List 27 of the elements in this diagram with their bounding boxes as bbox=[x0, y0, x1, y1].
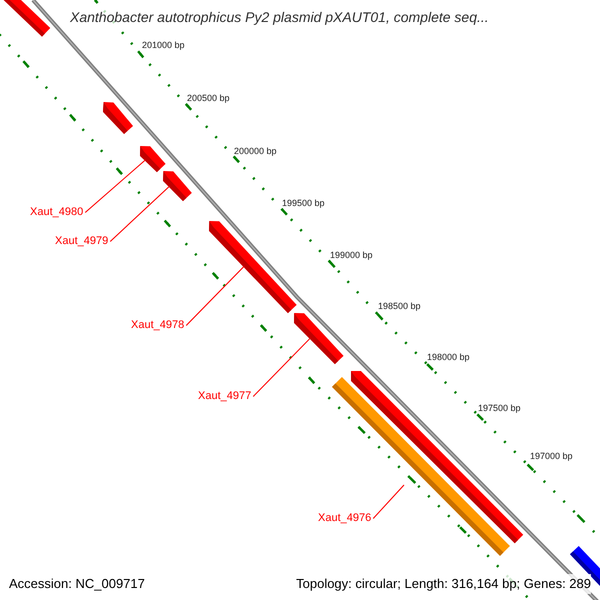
tick-label: 201000 bp bbox=[142, 40, 185, 50]
tick-label: 197000 bp bbox=[530, 451, 573, 461]
gene-label: Xaut_4977 bbox=[198, 390, 252, 403]
tick-label: 199500 bp bbox=[282, 198, 325, 208]
leader-line bbox=[110, 186, 170, 242]
gene-feature bbox=[138, 145, 166, 174]
leader-line bbox=[186, 266, 245, 326]
accession-text: Accession: NC_009717 bbox=[9, 575, 145, 593]
gene-label: Xaut_4978 bbox=[131, 319, 184, 332]
tick-label: 197500 bp bbox=[478, 403, 521, 413]
gene-feature bbox=[208, 220, 298, 314]
gene-feature bbox=[102, 101, 134, 135]
tick-label: 198000 bp bbox=[427, 352, 470, 362]
leader-line bbox=[252, 338, 311, 397]
tick-label: 200000 bp bbox=[234, 146, 277, 156]
gene-feature bbox=[292, 312, 344, 366]
tick-label: 200500 bp bbox=[187, 93, 230, 103]
leader-line bbox=[84, 160, 146, 213]
leader-line bbox=[372, 484, 404, 519]
tick-label: 198500 bp bbox=[378, 301, 421, 311]
gene-feature bbox=[162, 170, 192, 202]
gene-label: Xaut_4979 bbox=[55, 235, 108, 248]
gene-label: Xaut_4980 bbox=[30, 206, 84, 219]
map-title: Xanthobacter autotrophicus Py2 plasmid pXAUT01, complete seq... bbox=[70, 7, 489, 28]
map-summary-text: Topology: circular; Length: 316,164 bp; Genes: 289 bbox=[296, 574, 591, 594]
gene-label: Xaut_4976 bbox=[318, 512, 372, 525]
tick-label: 199000 bp bbox=[330, 250, 373, 260]
